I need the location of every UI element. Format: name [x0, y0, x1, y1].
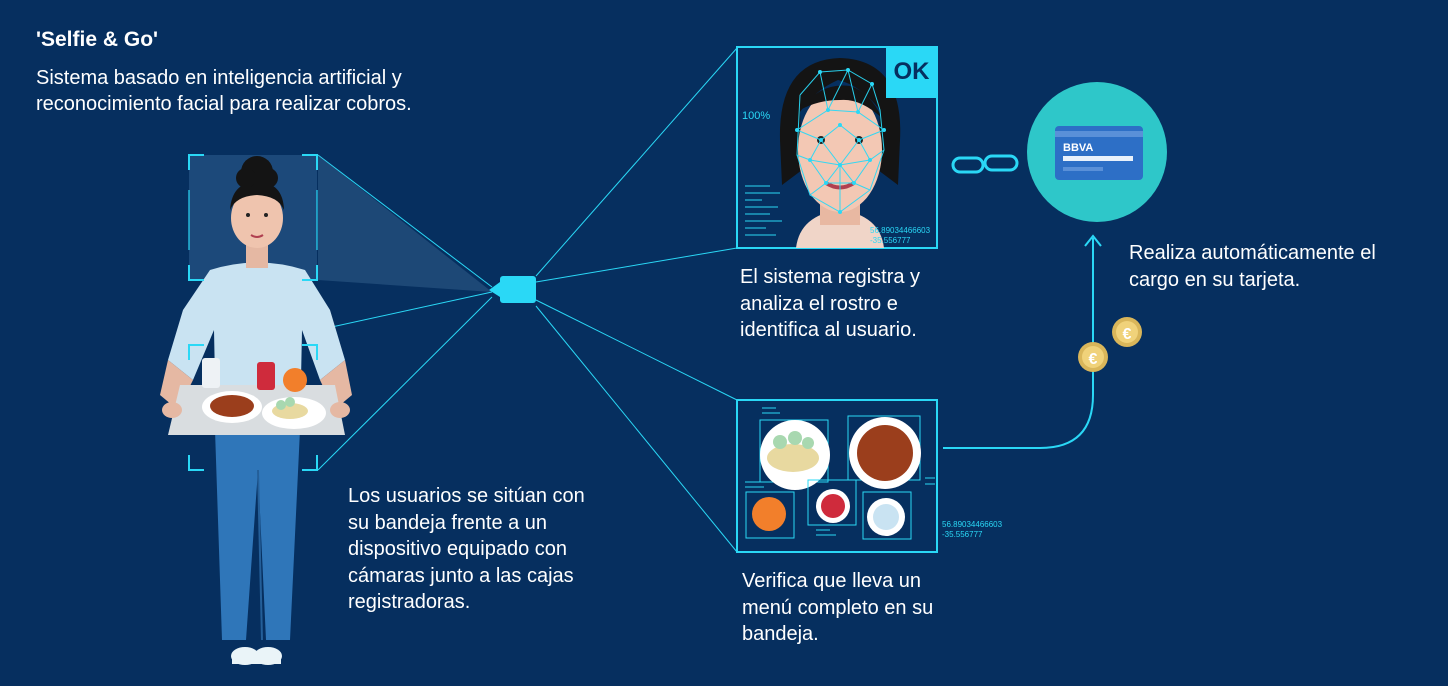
caption-tray: Verifica que lleva un menú completo en s… — [742, 570, 934, 645]
tray-items — [745, 415, 921, 540]
face-mesh-nodes — [795, 68, 886, 214]
flow-arrowhead — [1084, 234, 1102, 247]
tray-coordinates: 56.89034466603 -35.556777 — [942, 520, 1002, 540]
link-chain-icon — [951, 154, 1019, 174]
tray-data-ticks — [745, 407, 935, 536]
credit-card-icon — [1055, 126, 1143, 180]
face-confidence: 100% — [742, 110, 771, 122]
euro-coin-icon: € — [1078, 342, 1108, 372]
payment-flow-line — [943, 238, 1094, 449]
euro-coin-icon: € — [1112, 317, 1142, 347]
tray-panel-frame — [736, 399, 938, 553]
card-brand: BBVA — [1063, 142, 1093, 154]
tray-coord-lon: -35.556777 — [942, 530, 983, 539]
face-status-badge: OK — [886, 46, 937, 98]
face-coordinates: 56.89034466603 -35.556777 — [870, 226, 930, 246]
scan-beam — [318, 155, 492, 292]
caption-face: El sistema registra y analiza el rostro … — [740, 266, 921, 341]
caption-charge: Realiza automáticamente el cargo en su t… — [1129, 242, 1376, 291]
page-title: 'Selfie & Go' — [36, 28, 159, 51]
person-figure — [160, 156, 352, 665]
caption-user: Los usuarios se sitúan con su bandeja fr… — [348, 485, 585, 613]
page-subtitle: Sistema basado en inteligencia artificia… — [36, 67, 412, 115]
face-coord-lat: 56.89034466603 — [870, 226, 931, 235]
euro-coin-symbol: € — [1089, 351, 1098, 368]
face-coord-lon: -35.556777 — [870, 236, 911, 245]
camera-device-icon — [489, 276, 536, 303]
person-scan-brackets — [188, 154, 318, 471]
euro-coin-symbol: € — [1123, 326, 1132, 343]
face-data-ticks — [745, 185, 782, 236]
tray-coord-lat: 56.89034466603 — [942, 520, 1003, 529]
camera-sight-lines — [317, 47, 738, 553]
